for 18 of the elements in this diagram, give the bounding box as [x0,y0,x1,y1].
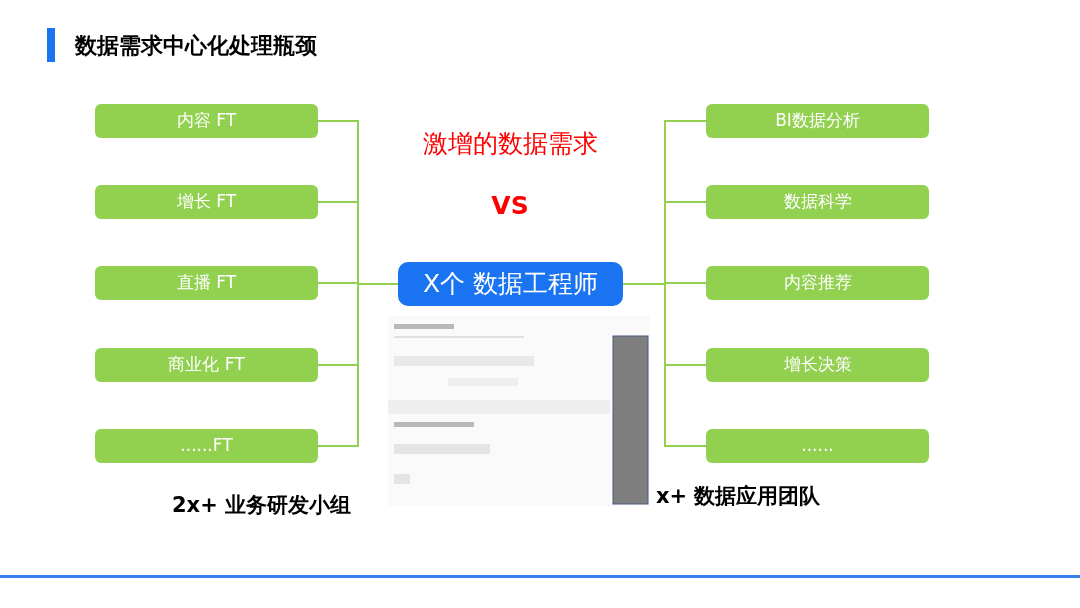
versus-text: VS [490,190,530,222]
highlight-box: X个 数据工程师 [398,262,623,306]
category-box: BI数据分析 [706,104,929,138]
category-box: 直播 FT [95,266,318,300]
category-box: 内容推荐 [706,266,929,300]
category-box: 商业化 FT [95,348,318,382]
category-box: 内容 FT [95,104,318,138]
slide-title: 数据需求中心化处理瓶颈 [75,32,317,60]
group-caption: x+ 数据应用团队 [656,483,821,510]
group-caption: 2x+ 业务研发小组 [172,492,352,519]
category-box: 数据科学 [706,185,929,219]
connector-line [622,283,707,447]
headline-text: 激增的数据需求 [421,128,599,160]
category-box: ...... [706,429,929,463]
category-box: 增长决策 [706,348,929,382]
connector-line [317,283,399,447]
category-box: ......FT [95,429,318,463]
category-box: 增长 FT [95,185,318,219]
